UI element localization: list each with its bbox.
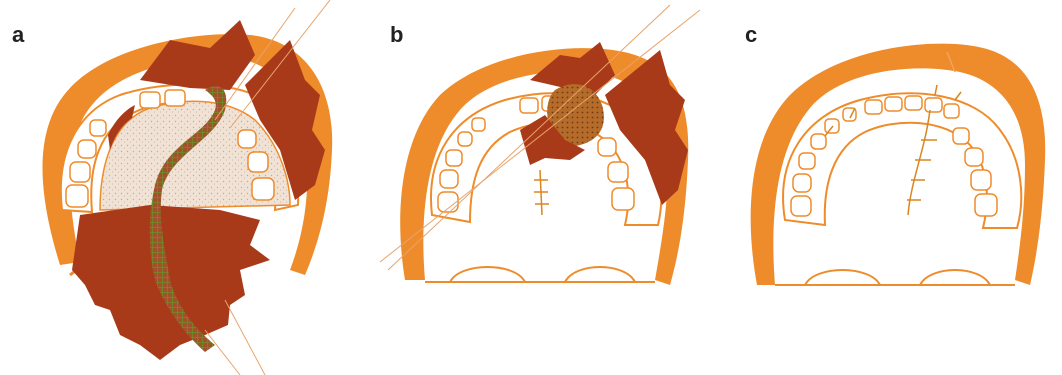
- panel-c: c: [725, 0, 1062, 375]
- flap-lower: [72, 205, 270, 360]
- suture-line: [534, 170, 549, 215]
- base-arc-right: [920, 270, 990, 285]
- base-arc-left: [805, 270, 880, 285]
- panel-c-diagram: [725, 0, 1062, 375]
- panel-a-diagram: [0, 0, 350, 375]
- base-arc-left: [450, 267, 525, 282]
- guide-line-3: [205, 330, 240, 375]
- panel-a: a: [0, 0, 350, 375]
- panel-b-diagram: [370, 0, 710, 375]
- panel-b: b: [370, 0, 710, 375]
- base-arc-right: [565, 267, 635, 282]
